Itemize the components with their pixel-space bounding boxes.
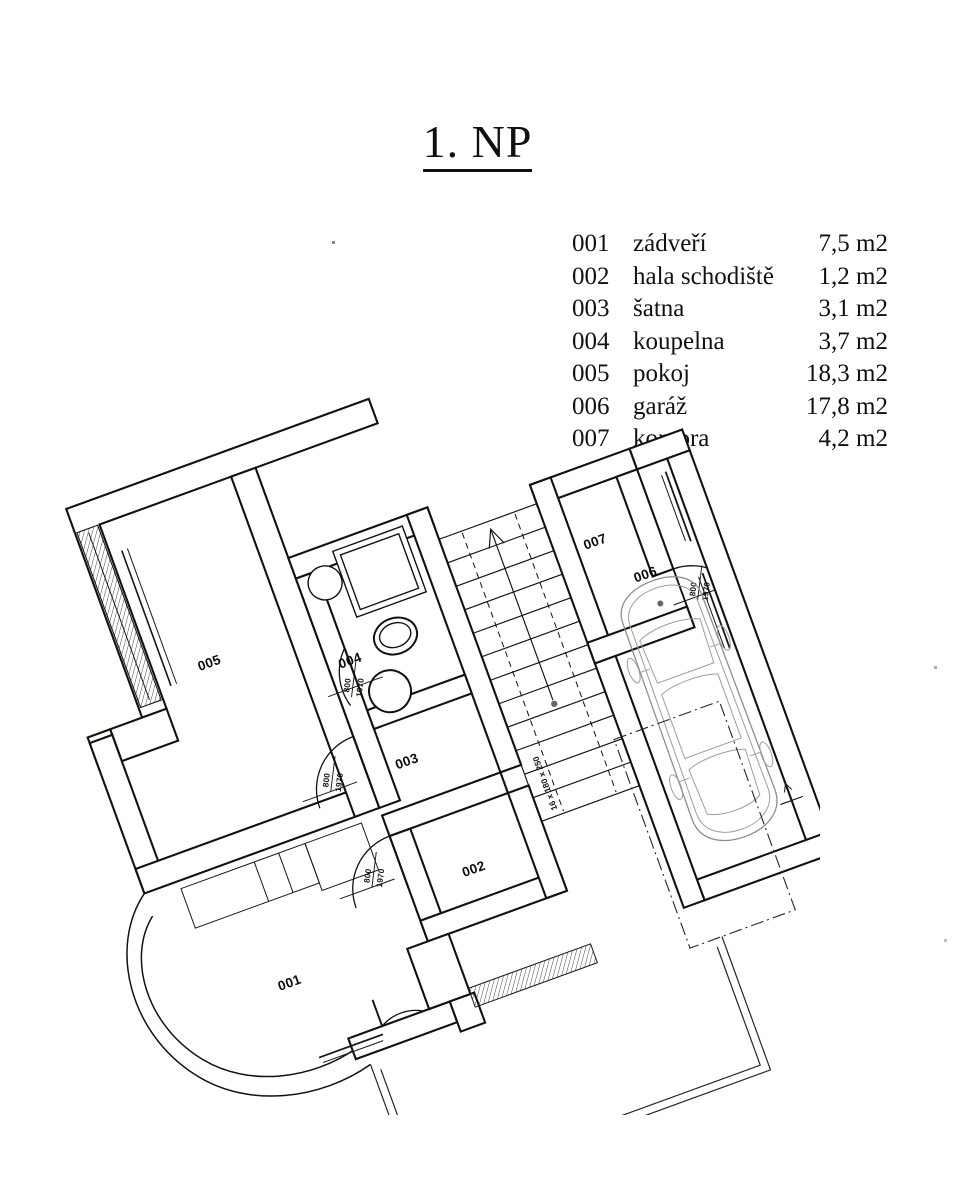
room-number-003: 003	[393, 750, 421, 772]
legend-room-name: šatna	[633, 295, 685, 322]
door-dim-width: 800	[688, 581, 699, 596]
legend-room-name: hala schodiště	[633, 262, 774, 290]
fixture-sink	[368, 669, 413, 714]
terrace-outline	[369, 936, 772, 1115]
door-004: 800 1970	[328, 647, 383, 706]
legend-room-name: pokoj	[633, 360, 690, 387]
legend-room-area: 1,2 m2	[818, 262, 888, 290]
legend-room-area: 3,7 m2	[818, 327, 888, 355]
door-dim-width: 800	[362, 868, 373, 883]
room-number-005: 005	[196, 652, 224, 674]
legend-room-code: 005	[572, 360, 610, 387]
parking-envelope	[613, 700, 796, 949]
room-legend: 001 zádveří 7,5 m2 002 hala schodiště 1,…	[572, 228, 888, 456]
legend-room-area: 7,5 m2	[818, 230, 888, 257]
floor-plan-drawing: 005	[30, 325, 820, 1115]
title-block: 1. NP	[0, 117, 955, 173]
reference-cross-marker	[780, 782, 804, 812]
room-number-001: 001	[276, 972, 304, 994]
legend-room-area: 4,2 m2	[818, 425, 888, 452]
legend-row: 006 garáž 17,8 m2	[572, 391, 888, 424]
car-symbol	[620, 576, 778, 842]
door-dim-height: 1970	[334, 772, 345, 792]
legend-room-code: 007	[572, 425, 610, 452]
legend-room-code: 001	[572, 230, 610, 257]
room-number-006: 006	[632, 563, 660, 585]
legend-row: 003 šatna 3,1 m2	[572, 293, 888, 326]
door-005-003: 800 1970	[302, 735, 374, 809]
legend-row: 005 pokoj 18,3 m2	[572, 358, 888, 391]
door-dim-height: 1970	[355, 677, 366, 697]
door-dim-height: 1970	[375, 868, 386, 888]
window-006	[661, 471, 731, 649]
scan-speck	[934, 666, 937, 669]
front-wall-lower	[448, 943, 599, 1033]
page-title: 1. NP	[422, 117, 533, 173]
entry-door-001	[318, 999, 424, 1064]
room-005-shell	[64, 397, 381, 895]
scan-speck	[332, 241, 335, 244]
legend-room-code: 006	[572, 392, 610, 420]
door-dim-width: 800	[321, 772, 332, 787]
room-number-007: 007	[581, 530, 608, 552]
fixture-toilet	[372, 616, 419, 656]
legend-room-code: 004	[572, 327, 610, 355]
room-number-002: 002	[460, 858, 487, 880]
room-001: 001	[126, 822, 459, 1097]
door-002: 800 1970	[339, 835, 410, 909]
legend-room-area: 3,1 m2	[818, 295, 888, 322]
legend-room-area: 17,8 m2	[806, 392, 888, 420]
legend-row: 001 zádveří 7,5 m2	[572, 228, 888, 261]
legend-room-name: zádveří	[633, 230, 707, 257]
scan-speck	[944, 939, 947, 942]
door-dim-width: 800	[342, 677, 353, 692]
legend-row: 004 koupelna 3,7 m2	[572, 326, 888, 359]
fixture-basin-small	[307, 565, 343, 601]
window-005	[76, 524, 178, 709]
room-006: 006	[593, 428, 820, 910]
legend-room-name: garáž	[633, 392, 688, 420]
fixture-shower	[331, 525, 428, 619]
legend-row: 007 komora 4,2 m2	[572, 423, 888, 456]
legend-room-name: koupelna	[633, 327, 725, 355]
door-dim-height: 1970	[701, 581, 712, 601]
legend-row: 002 hala schodiště 1,2 m2	[572, 261, 888, 294]
legend-room-area: 18,3 m2	[806, 360, 888, 387]
legend-room-code: 003	[572, 295, 610, 322]
legend-room-code: 002	[572, 262, 610, 290]
